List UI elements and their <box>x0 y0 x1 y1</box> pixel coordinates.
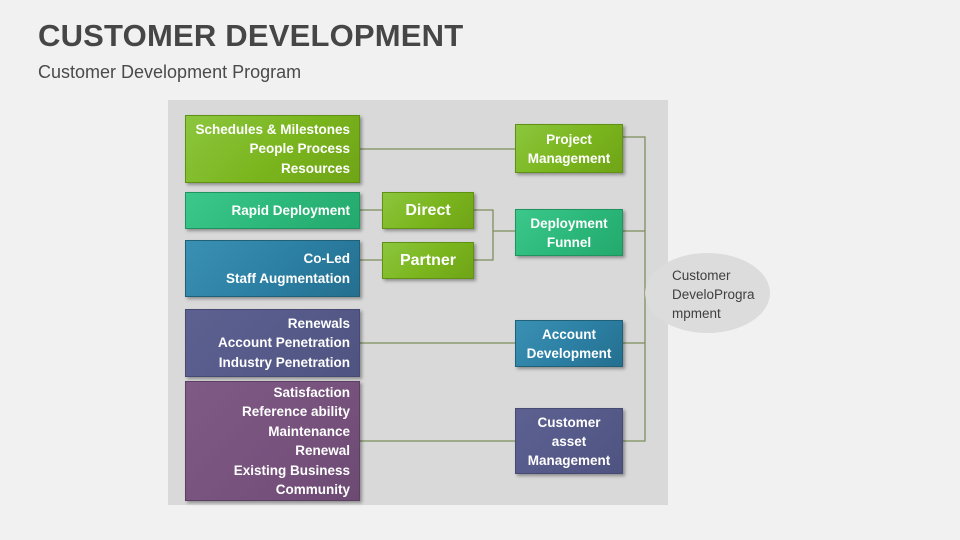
left-box-satisfaction-line-2: Reference ability <box>241 404 350 419</box>
right-box-project-management-line-1: Project <box>546 131 592 147</box>
left-box-satisfaction[interactable]: Satisfaction Reference ability Maintenan… <box>185 381 360 501</box>
left-box-co-led-line-2: Staff Augmentation <box>226 270 350 286</box>
mid-box-direct-label: Direct <box>405 201 451 219</box>
callout-ellipse-line-3: mpment <box>672 306 721 321</box>
left-box-satisfaction-line-6: Community <box>275 482 350 497</box>
left-box-rapid-deployment-line-1: Rapid Deployment <box>231 202 350 218</box>
mid-box-partner[interactable]: Partner <box>382 242 474 279</box>
right-box-customer-asset-management[interactable]: Customer asset Management <box>515 408 623 474</box>
mid-box-partner-label: Partner <box>399 251 457 269</box>
left-box-schedules-line-1: Schedules & Milestones <box>195 121 350 137</box>
left-box-satisfaction-line-1: Satisfaction <box>273 384 350 400</box>
mid-box-direct[interactable]: Direct <box>382 192 474 229</box>
left-box-schedules[interactable]: Schedules & Milestones People Process Re… <box>185 115 360 183</box>
page-subtitle: Customer Development Program <box>38 62 302 82</box>
left-box-co-led[interactable]: Co-Led Staff Augmentation <box>185 240 360 297</box>
right-box-deployment-funnel-line-1: Deployment <box>530 215 608 231</box>
connector-partner-to-funnel <box>474 231 494 261</box>
left-box-satisfaction-line-4: Renewal <box>295 443 350 458</box>
connector-direct-to-funnel <box>474 209 515 232</box>
right-box-account-development-line-1: Account <box>542 326 596 342</box>
callout-ellipse-line-1: Customer <box>672 268 731 283</box>
right-box-account-development[interactable]: Account Development <box>515 320 623 367</box>
right-box-deployment-funnel-line-2: Funnel <box>546 234 592 250</box>
left-box-renewals-line-3: Industry Penetration <box>218 354 350 370</box>
left-box-schedules-line-2: People Process <box>249 141 350 157</box>
left-box-rapid-deployment[interactable]: Rapid Deployment <box>185 192 360 229</box>
callout-ellipse <box>645 253 770 333</box>
right-box-customer-asset-management-line-3: Management <box>527 452 611 468</box>
left-box-schedules-line-3: Resources <box>280 160 350 176</box>
connector-right-bus <box>623 136 646 442</box>
left-box-renewals-line-1: Renewals <box>287 315 350 331</box>
page-title: CUSTOMER DEVELOPMENT <box>38 18 464 53</box>
left-box-renewals-line-2: Account Penetration <box>217 335 350 351</box>
callout-ellipse-line-2: DeveloProgra <box>672 287 755 302</box>
left-box-co-led-line-1: Co-Led <box>303 251 351 266</box>
left-box-satisfaction-line-3: Maintenance <box>268 423 350 439</box>
right-box-project-management[interactable]: Project Management <box>515 124 623 173</box>
right-box-deployment-funnel[interactable]: Deployment Funnel <box>515 209 623 256</box>
right-box-account-development-line-2: Development <box>526 345 612 361</box>
left-box-satisfaction-line-5: Existing Business <box>233 462 350 478</box>
right-box-customer-asset-management-line-1: Customer <box>537 414 601 430</box>
right-box-project-management-line-2: Management <box>527 150 611 166</box>
right-box-customer-asset-management-line-2: asset <box>551 433 587 449</box>
left-box-renewals[interactable]: Renewals Account Penetration Industry Pe… <box>185 309 360 377</box>
callout-ellipse-text: Customer DeveloProgra mpment <box>672 266 772 323</box>
